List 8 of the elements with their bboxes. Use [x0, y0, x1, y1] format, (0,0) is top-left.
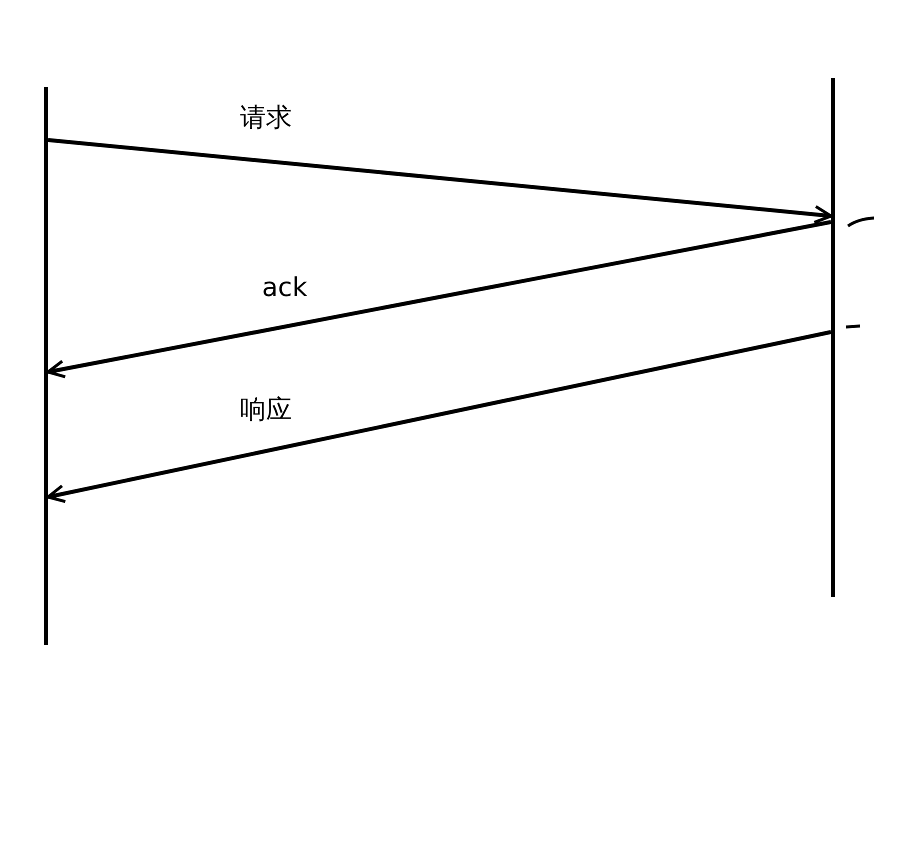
edge-label: 请求 — [240, 104, 292, 133]
edge-label: 响应 — [240, 396, 292, 425]
arrow — [46, 220, 832, 378]
lifeline — [44, 87, 48, 645]
lifeline — [831, 78, 835, 597]
edge-label: ack — [262, 274, 308, 303]
arrow — [46, 330, 832, 504]
arrow — [48, 138, 832, 224]
